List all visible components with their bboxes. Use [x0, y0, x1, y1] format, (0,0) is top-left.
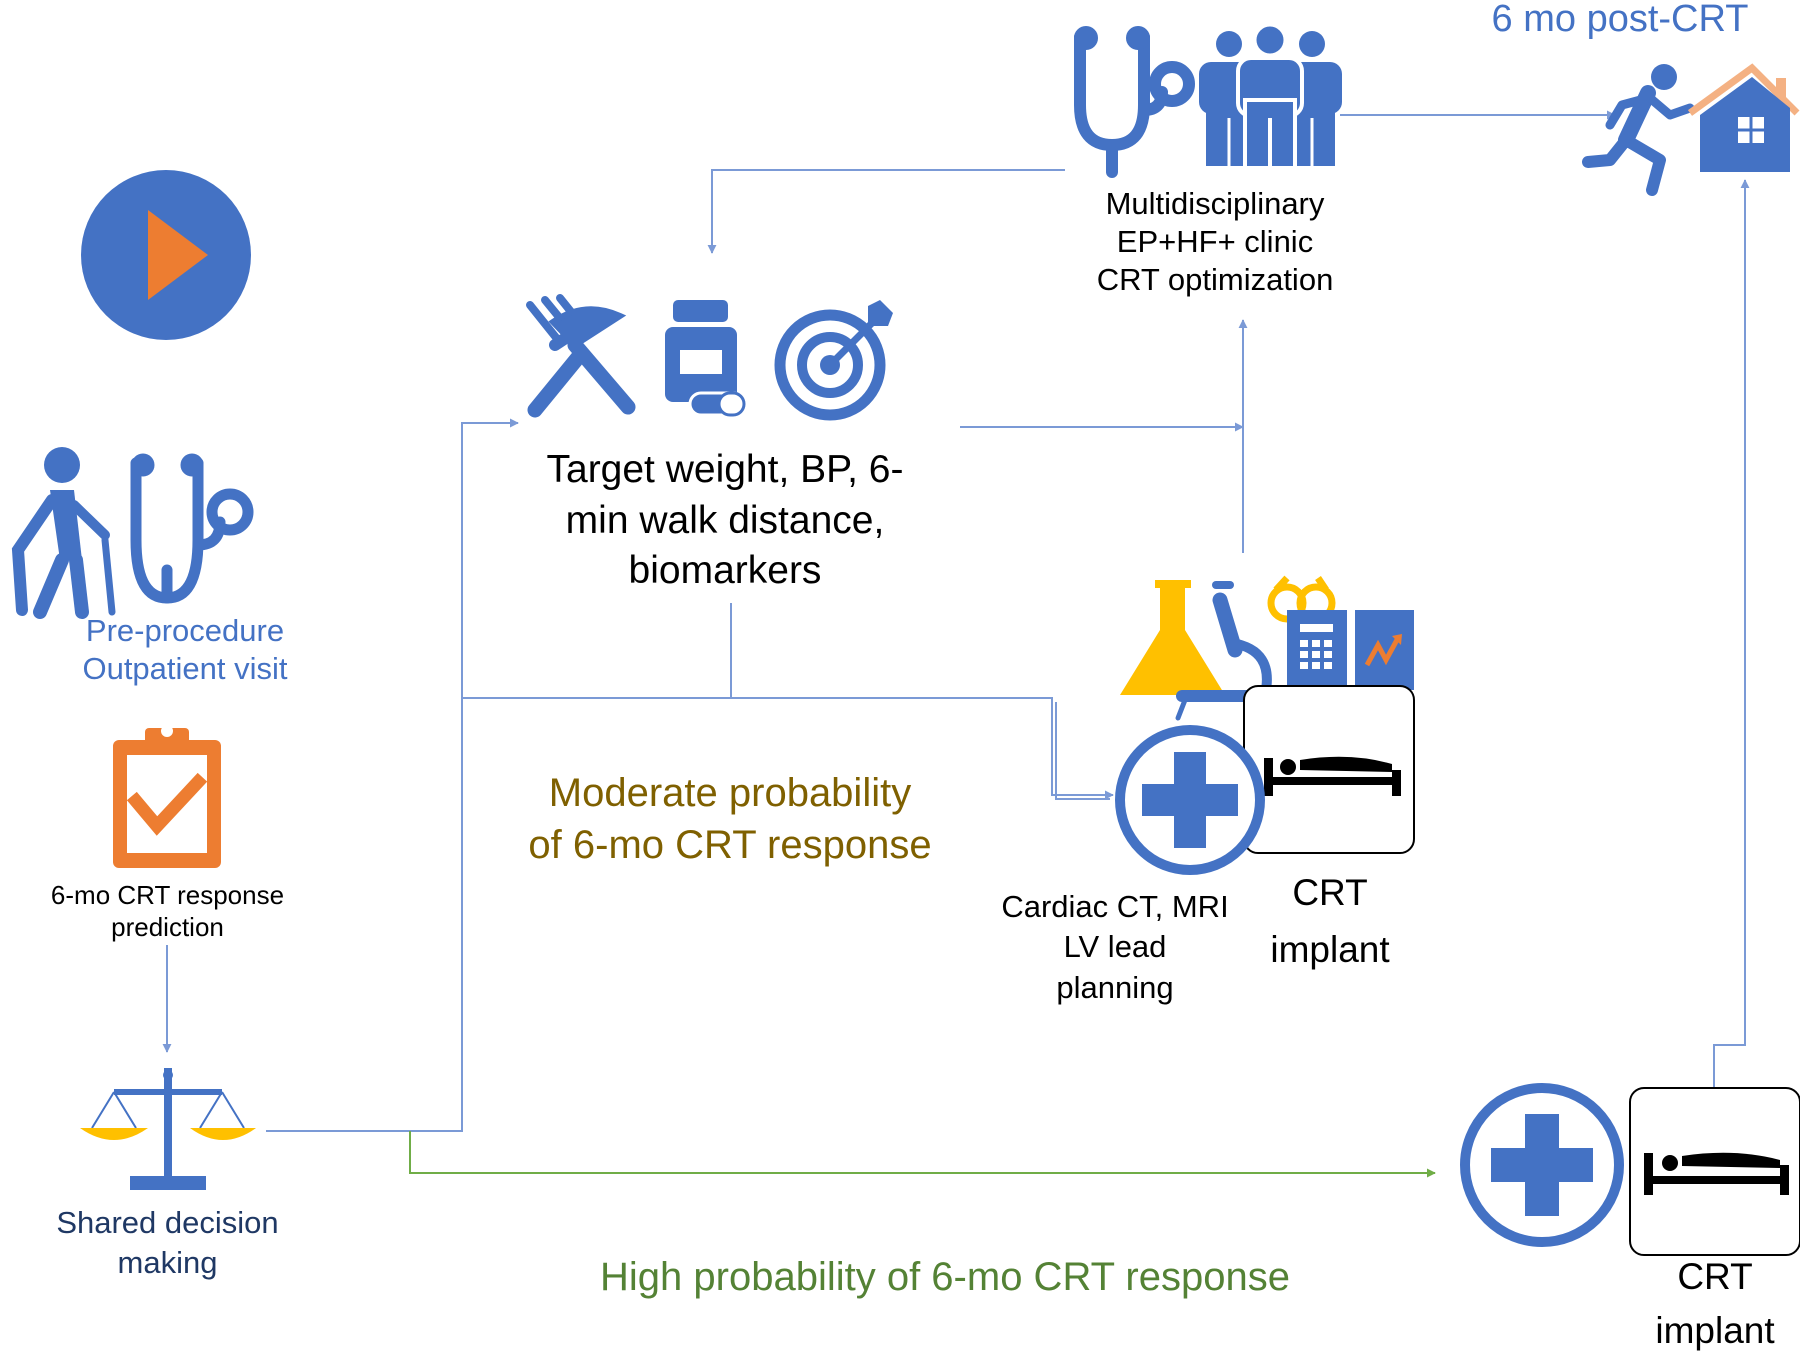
team-icon [1199, 23, 1342, 170]
label-prediction: 6-mo CRT response prediction [50, 880, 285, 942]
glasses-icon [1267, 575, 1336, 623]
hospital-bed-icon [1264, 756, 1401, 796]
label-shared-decision: Shared decision making [56, 1205, 279, 1281]
label-pre-procedure: Pre-procedure Outpatient visit [82, 613, 288, 686]
house-icon [1687, 63, 1800, 172]
hospital-bed-icon [1644, 1152, 1789, 1195]
arrow-mdt-to-targets [707, 169, 1065, 254]
line-to-imaging-double [1055, 702, 1110, 800]
arrow-to-imaging [462, 697, 1114, 800]
play-button-icon[interactable] [81, 170, 251, 340]
pill-bottle-icon [665, 300, 746, 417]
target-icon [774, 300, 893, 421]
label-crt-implant: CRT implant [1655, 1256, 1775, 1351]
stethoscope-icon [1074, 26, 1195, 178]
fork-knife-icon [526, 294, 636, 418]
connectors [162, 110, 1750, 1132]
calculator-doc-icon [1287, 610, 1347, 690]
label-crt-implant: CRT implant [1270, 872, 1390, 971]
label-moderate-probability: Moderate probability of 6-mo CRT respons… [528, 771, 932, 867]
label-imaging: Cardiac CT, MRI LV lead planning [1001, 889, 1229, 1005]
elderly-patient-icon [11, 447, 116, 619]
clipboard-check-icon [113, 725, 221, 868]
arrow-decision-to-targets [266, 418, 519, 1132]
stethoscope-icon [130, 453, 254, 604]
runner-icon [1582, 64, 1695, 196]
label-mdt-clinic: Multidisciplinary EP+HF+ clinic CRT opti… [1096, 186, 1334, 297]
label-post-crt: 6 mo post-CRT [1491, 0, 1749, 40]
scales-icon [80, 1068, 256, 1190]
label-targets: Target weight, BP, 6- min walk distance,… [546, 448, 904, 593]
arrow-crt-to-home [1713, 179, 1750, 1088]
chart-doc-icon [1355, 610, 1414, 690]
label-high-probability: High probability of 6-mo CRT response [600, 1255, 1290, 1299]
bed-box [1629, 1087, 1800, 1256]
arrow-high-probability [409, 1131, 1436, 1178]
flask-icon [1120, 580, 1225, 695]
hospital-cross-icon [1115, 725, 1265, 875]
hospital-cross-icon [1460, 1083, 1624, 1247]
